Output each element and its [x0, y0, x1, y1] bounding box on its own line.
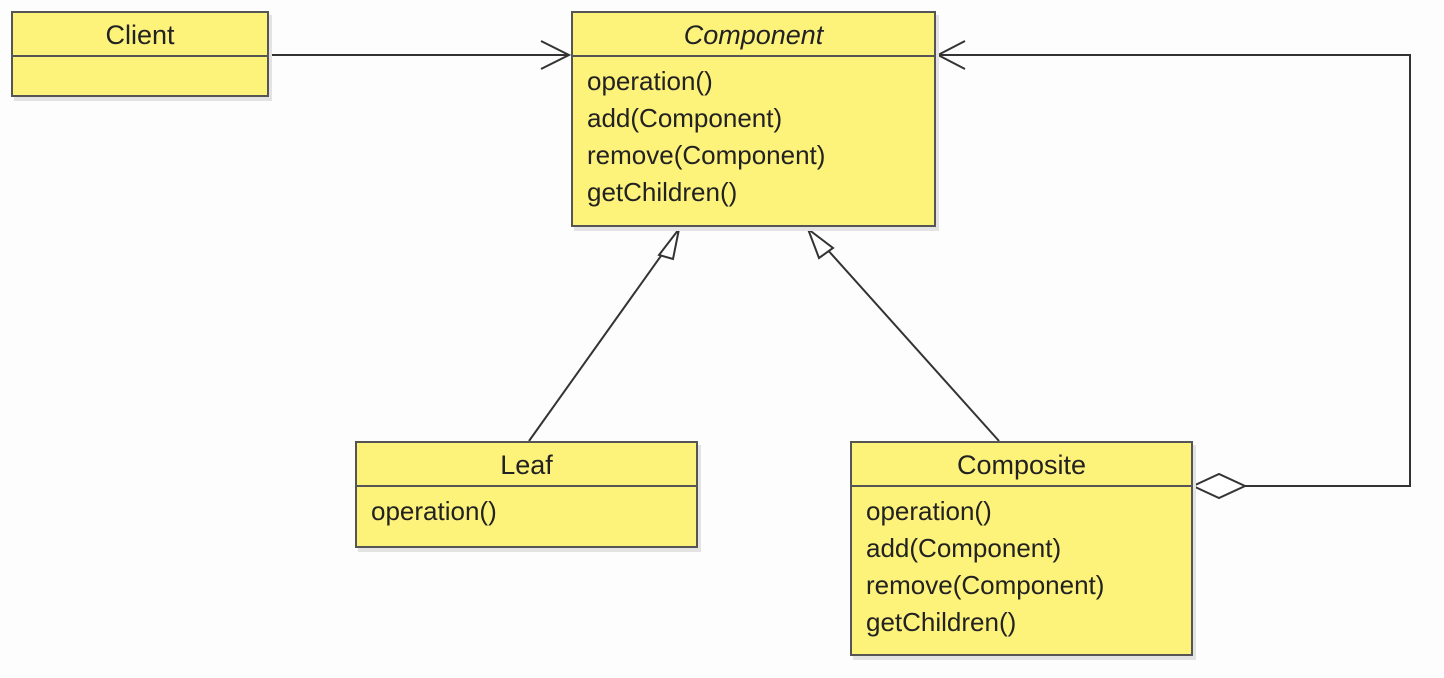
- operation: operation(): [371, 496, 497, 526]
- class-name-leaf: Leaf: [357, 443, 696, 487]
- operation: getChildren(): [587, 177, 738, 207]
- class-component[interactable]: Component operation() add(Component) rem…: [571, 11, 936, 227]
- class-name-client: Client: [13, 13, 267, 57]
- operation: remove(Component): [866, 570, 1105, 600]
- generalization-leaf-component: [528, 245, 669, 442]
- class-leaf[interactable]: Leaf operation(): [355, 441, 698, 548]
- association-arrowhead: [540, 40, 572, 70]
- operation: remove(Component): [587, 140, 826, 170]
- generalization-arrowhead-composite: [805, 226, 835, 260]
- aggregation-diamond: [1190, 472, 1248, 500]
- operation: operation(): [587, 66, 713, 96]
- aggregation-arrowhead: [935, 40, 966, 70]
- class-composite[interactable]: Composite operation() add(Component) rem…: [850, 441, 1193, 656]
- aggregation-line: [938, 54, 1411, 487]
- operations-leaf: operation(): [357, 487, 696, 538]
- operations-composite: operation() add(Component) remove(Compon…: [852, 487, 1191, 649]
- operation: add(Component): [866, 533, 1062, 563]
- class-name-composite: Composite: [852, 443, 1191, 487]
- operation: getChildren(): [866, 607, 1017, 637]
- operation: add(Component): [587, 103, 783, 133]
- generalization-composite-component: [825, 247, 1000, 442]
- operations-component: operation() add(Component) remove(Compon…: [573, 57, 934, 219]
- generalization-arrowhead-leaf: [657, 228, 680, 261]
- operation: operation(): [866, 496, 992, 526]
- class-name-component: Component: [573, 13, 934, 57]
- class-body-client: [13, 57, 267, 95]
- class-client[interactable]: Client: [11, 11, 269, 97]
